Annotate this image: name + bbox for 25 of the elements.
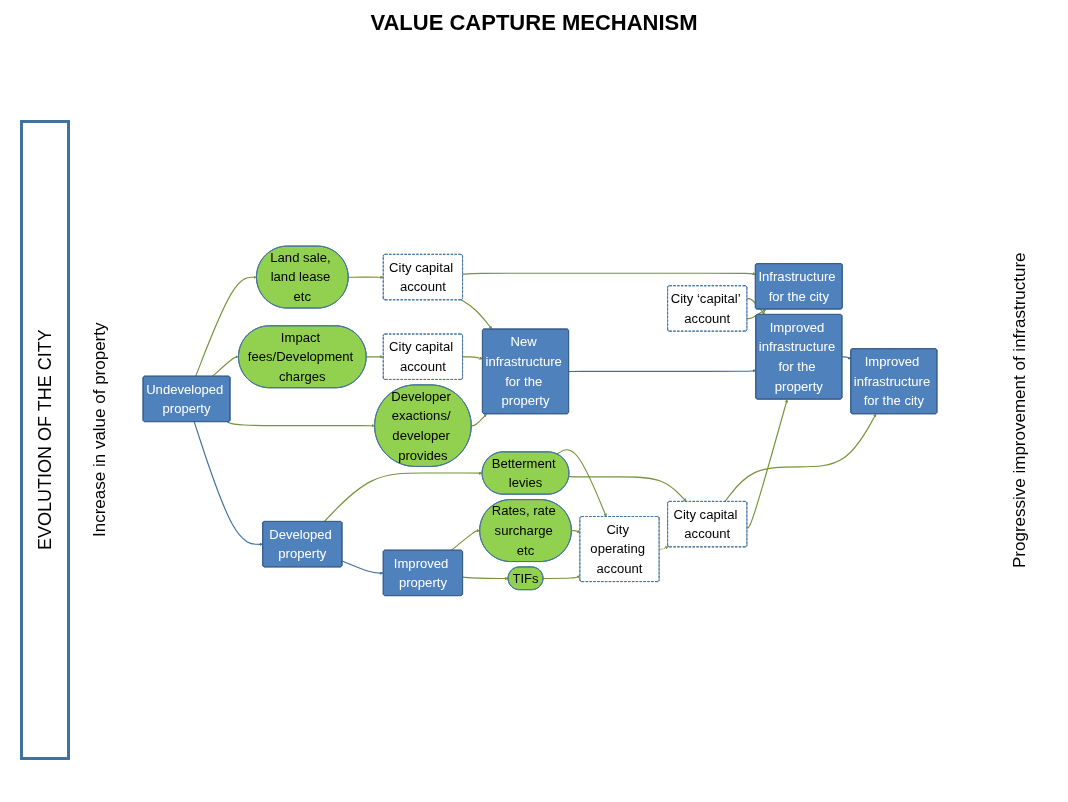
arrow xyxy=(195,275,257,377)
direction-arrow-label: EVOLUTION OF THE CITY xyxy=(20,120,70,760)
arrow xyxy=(542,575,581,579)
side-label: Increase in value of property xyxy=(90,321,110,540)
side-label: Progressive improvement of infrastructure xyxy=(1010,251,1030,570)
arrow xyxy=(462,355,483,360)
arrow xyxy=(568,475,687,502)
arrow xyxy=(841,355,852,359)
arrow xyxy=(347,275,384,279)
arrow xyxy=(724,413,877,502)
arrow xyxy=(226,420,375,428)
arrow xyxy=(470,413,487,427)
arrow xyxy=(462,271,756,275)
diagram-title: VALUE CAPTURE MECHANISM xyxy=(369,10,699,36)
arrow xyxy=(193,420,263,546)
arrow xyxy=(462,576,509,580)
arrow xyxy=(450,528,481,551)
arrow xyxy=(746,398,789,529)
arrow xyxy=(323,471,483,522)
arrow xyxy=(746,308,767,319)
arrow xyxy=(460,299,493,330)
arrow xyxy=(341,560,384,575)
arrow xyxy=(556,448,607,517)
arrow xyxy=(568,368,757,373)
arrow xyxy=(211,354,239,377)
